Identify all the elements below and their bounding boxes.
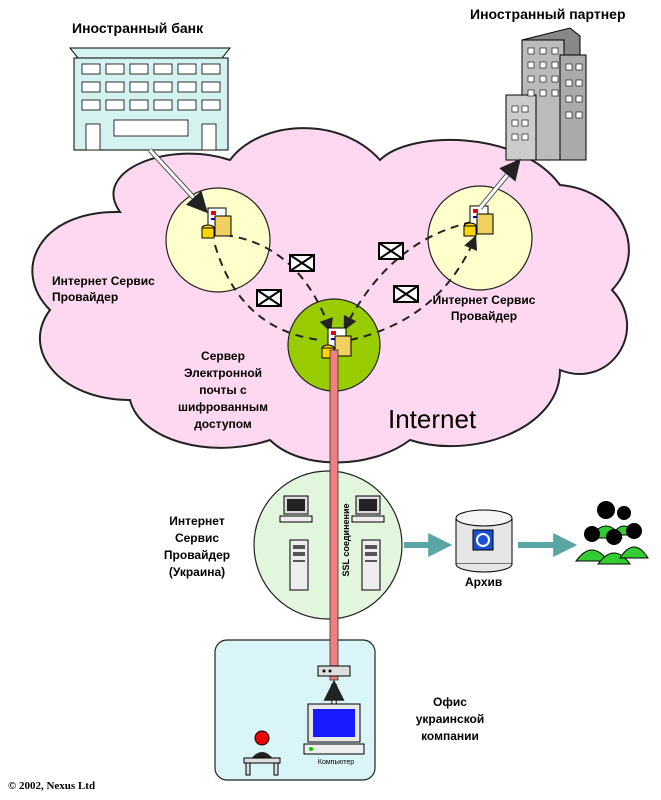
isp-left-label: Интернет Сервис Провайдер — [52, 274, 155, 304]
envelope-icon — [289, 254, 315, 272]
office-label: Офис украинской компании — [415, 695, 485, 743]
people-group-icon — [575, 501, 649, 565]
user-icon — [243, 730, 281, 776]
computer-icon — [351, 495, 385, 523]
isp-right-label: Интернет Сервис Провайдер — [432, 293, 536, 323]
mail-server-icon — [463, 205, 494, 237]
ssl-connection-line — [329, 349, 339, 681]
bank-building-icon — [68, 47, 232, 151]
computer-icon — [303, 703, 365, 755]
archive-label: Архив — [465, 575, 503, 589]
copyright-label: © 2002, Nexus Ltd — [8, 780, 96, 792]
mail-server-icon — [321, 327, 352, 359]
isp-right-circle — [427, 185, 533, 291]
ukraine-isp-label: Интернет Сервис Провайдер (Украина) — [163, 514, 231, 579]
foreign-partner-label: Иностранный партнер — [470, 6, 626, 22]
foreign-bank-label: Иностранный банк — [72, 20, 204, 36]
mail-server-icon — [201, 207, 232, 239]
envelope-icon — [256, 289, 282, 307]
isp-left-circle — [165, 187, 271, 293]
database-icon — [455, 509, 513, 573]
computer-icon — [279, 495, 313, 523]
envelope-icon — [393, 285, 419, 303]
envelope-icon — [378, 242, 404, 260]
computer-label: Компьютер — [317, 759, 355, 766]
server-tower-icon — [289, 539, 309, 591]
dashed-links — [214, 221, 478, 341]
modem-icon — [317, 665, 351, 677]
office-tower-icon — [505, 27, 587, 161]
internet-label: Internet — [388, 404, 477, 434]
server-tower-icon — [361, 539, 381, 591]
ssl-label: SSL соединение — [341, 503, 351, 577]
mail-server-label: Сервер Электронной почты с шифрованным д… — [177, 349, 269, 431]
